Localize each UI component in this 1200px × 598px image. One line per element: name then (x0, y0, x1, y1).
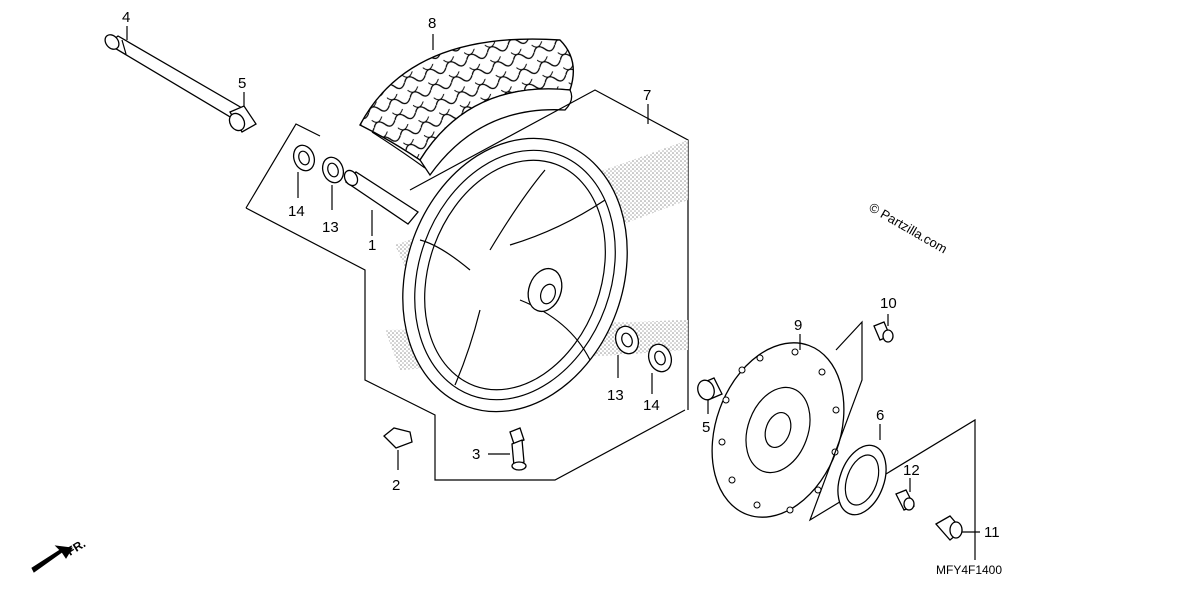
callout-bearing-right-13: 13 (607, 387, 624, 404)
dust-seal-left-part (321, 156, 345, 184)
callout-collar-right: 5 (702, 419, 710, 436)
callout-pulser-bolt: 12 (903, 462, 920, 479)
assembly-bracket (245, 89, 689, 481)
disc-part (711, 342, 845, 518)
callout-pulser-ring: 6 (876, 407, 884, 424)
pulser-bracket (808, 320, 976, 560)
callout-valve: 3 (472, 446, 480, 463)
wheel-part (402, 137, 628, 413)
valve-part (509, 427, 527, 471)
bearing-right-14-part (647, 343, 673, 373)
axle-part (104, 34, 244, 119)
bearing-right-13-part (614, 325, 640, 355)
flange-bolt-part (934, 515, 963, 541)
collar-right-part (697, 377, 723, 401)
callout-dust-seal-left: 13 (322, 219, 339, 236)
callout-flange-bolt: 11 (984, 524, 1000, 541)
callout-bearing-left: 14 (288, 203, 305, 220)
pulser-ring-part (837, 444, 887, 516)
collar-left-part (228, 105, 257, 133)
callout-disc: 9 (794, 317, 802, 334)
callout-spacer: 1 (368, 237, 376, 254)
bearing-left-part (292, 144, 316, 172)
watermark: © Partzilla.com (867, 200, 950, 257)
callout-collar-left: 5 (238, 75, 246, 92)
disc-bolt-part (873, 321, 894, 343)
callout-tire: 8 (428, 15, 436, 32)
callout-wheel: 7 (643, 87, 651, 104)
weight-part (383, 427, 413, 449)
callout-disc-bolt: 10 (880, 295, 897, 312)
callout-weight: 2 (392, 477, 400, 494)
callout-axle: 4 (122, 9, 130, 26)
tire-part (359, 38, 574, 177)
callout-bearing-right-14: 14 (643, 397, 660, 414)
front-arrow-icon (31, 545, 73, 573)
spacer-part (343, 169, 419, 225)
pulser-bolt-part (895, 489, 915, 511)
diagram-code: MFY4F1400 (936, 563, 1002, 577)
